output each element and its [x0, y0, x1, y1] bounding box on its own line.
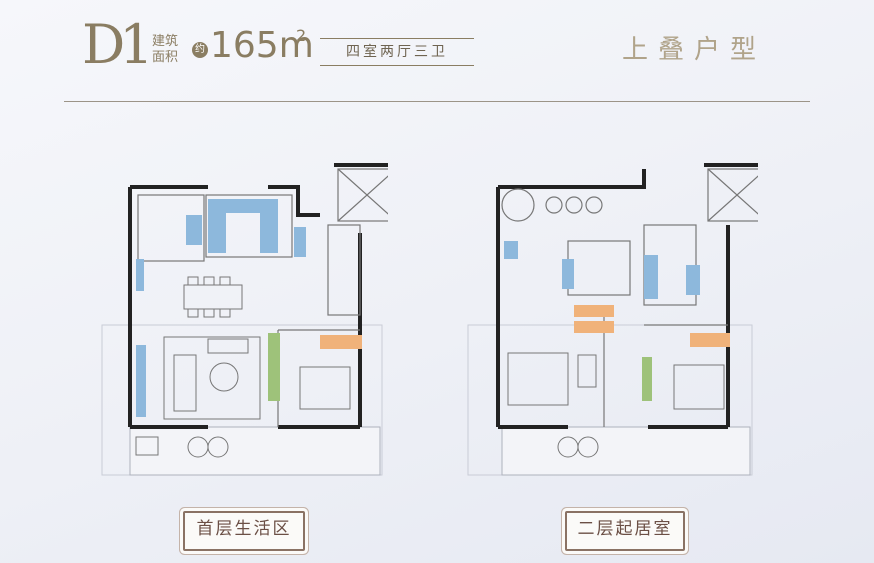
type-title: 上叠户型	[622, 35, 767, 65]
area-label-line2: 面积	[152, 50, 179, 65]
area-value: 165m	[210, 25, 314, 66]
area-unit-superscript: 2	[296, 26, 307, 45]
area-label: 建筑 面积	[152, 34, 196, 66]
floor-plan-first-drawing	[101, 163, 388, 476]
floor-plan-first	[88, 155, 388, 485]
unit-code: D1	[82, 13, 154, 76]
caption-second-floor: 二层起居室	[565, 511, 685, 551]
floor-plan-second	[458, 155, 758, 485]
area-label-line1: 建筑	[152, 34, 179, 49]
header: D1 建筑 面积 约 165m 2 四室两厅三卫 上叠户型	[0, 0, 874, 100]
caption-first-floor: 首层生活区	[183, 511, 305, 551]
layout-description: 四室两厅三卫	[320, 38, 474, 66]
header-divider	[64, 101, 810, 102]
approx-badge: 约	[192, 42, 208, 58]
floor-plan-second-drawing	[467, 163, 758, 476]
